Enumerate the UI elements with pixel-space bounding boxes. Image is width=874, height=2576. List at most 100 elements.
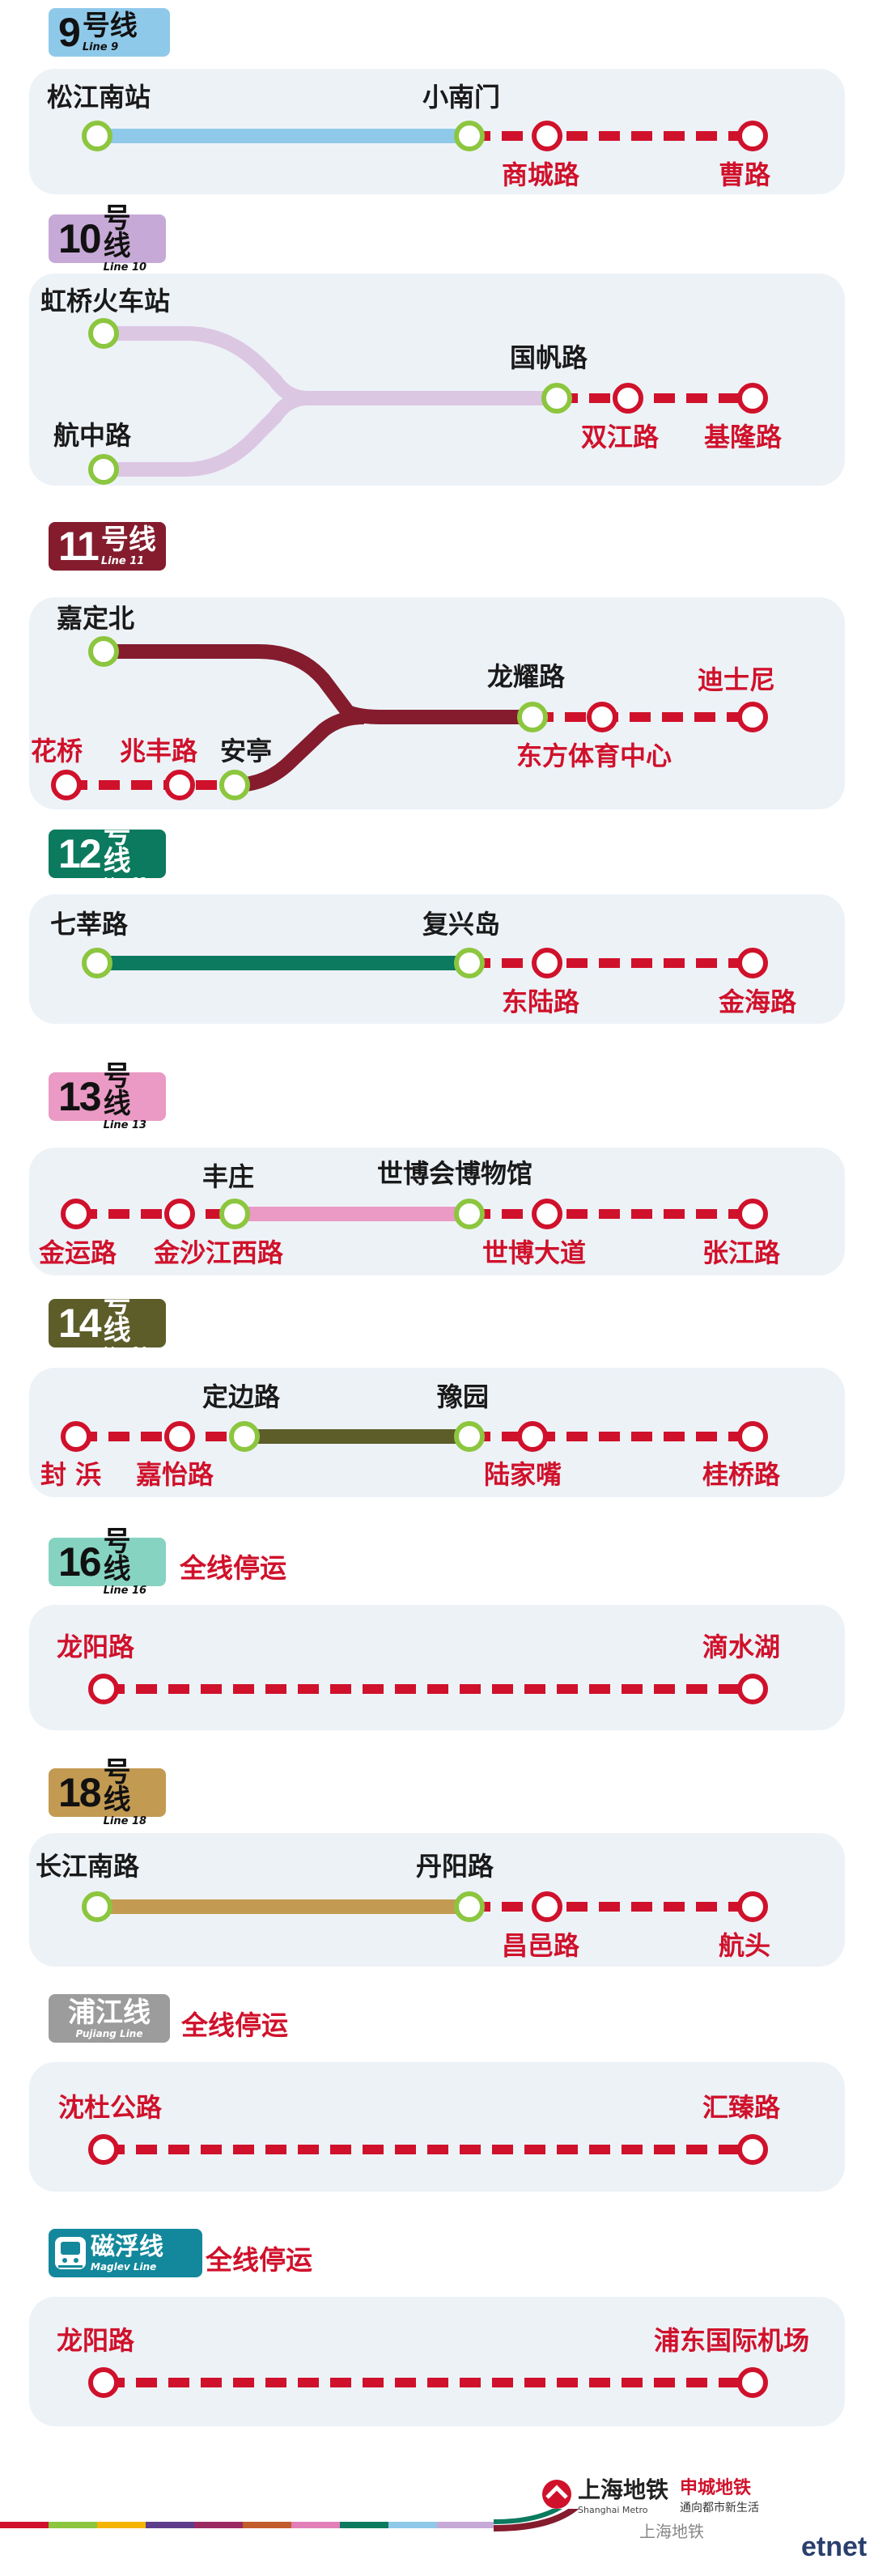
line14-number: 14 [58,1301,102,1346]
line11-hao: 号线 [100,524,156,556]
station-label: 桂桥路 [702,1459,781,1490]
line16-en: Line 16 [103,1585,147,1597]
station-marker-open [82,1891,112,1922]
station-label: 豫园 [437,1381,490,1412]
maglev-badge: 磁浮线 Maglev Line [49,2229,202,2277]
station-label: 东陆路 [502,987,580,1017]
line12-badge: 12 号线 Line 12 [49,820,166,888]
footer-stripe [0,2509,579,2531]
line9-en: Line 9 [82,41,119,53]
station-marker-closed [737,1421,768,1452]
station-marker-closed [587,702,617,732]
line10-en: Line 10 [103,261,147,274]
line18-badge: 18 号线 Line 18 [49,1759,166,1827]
pujiang-en: Pujiang Line [75,2027,143,2039]
station-label: 松江南站 [47,82,151,112]
line10-number: 10 [58,216,102,261]
station-label: 长江南路 [36,1851,140,1882]
line12-number: 12 [58,831,102,876]
station-marker-closed [532,948,562,978]
station-marker-closed [61,1421,91,1452]
station-label: 基隆路 [704,422,783,452]
line11-en: Line 11 [100,555,145,567]
line10-hao: 号线 [103,202,131,262]
station-marker-open [454,1199,485,1229]
line10-map [88,318,768,485]
station-label: 兆丰路 [120,736,198,766]
line13-badge: 13 号线 Line 13 [49,1063,166,1131]
station-marker-open [454,1421,485,1452]
line13-map [61,1199,768,1229]
station-marker-closed [61,1199,91,1229]
station-label: 七莘路 [50,909,129,940]
station-label: 陆家嘴 [484,1459,562,1490]
line9-badge: 9 号线 Line 9 [49,8,170,57]
station-label: 安亭 [220,736,273,766]
line16-map [88,1674,768,1704]
station-marker-open [517,702,548,732]
station-marker-open [229,1421,260,1452]
line10-panel [29,274,845,486]
line16-status: 全线停运 [180,1552,286,1584]
station-marker-open [454,121,485,151]
line13-en: Line 13 [103,1119,147,1131]
station-marker-closed [737,948,768,978]
maglev-panel [29,2297,845,2426]
station-label: 小南门 [422,82,501,112]
station-label: 世博会博物馆 [377,1158,533,1189]
maglev-status: 全线停运 [206,2244,312,2276]
station-marker-closed [51,770,82,800]
line11-panel [29,597,845,809]
station-marker-open [541,383,572,414]
station-marker-closed [532,1199,562,1229]
station-marker-closed [613,383,643,414]
maglev-name: 磁浮线 [91,2232,163,2261]
line11-map [51,636,768,800]
station-marker-open [88,636,119,667]
station-marker-open [88,454,119,485]
station-label: 金沙江西路 [154,1237,284,1268]
train-icon [55,2237,86,2269]
line9-number: 9 [58,10,81,55]
station-label: 曹路 [719,159,771,190]
station-label: 龙阳路 [57,2325,135,2356]
station-marker-open [219,1199,250,1229]
footer-partner-sub: 通向都市新生活 [680,2501,760,2514]
station-marker-open [219,770,250,800]
station-marker-closed [164,1199,195,1229]
pujiang-map [88,2134,768,2165]
station-marker-closed [737,1199,768,1229]
station-marker-closed [88,2367,119,2398]
line11-badge: 11 号线 Line 11 [49,522,166,571]
line13-number: 13 [58,1074,102,1119]
line12-hao: 号线 [103,817,131,877]
station-marker-closed [517,1421,548,1452]
station-label: 丹阳路 [416,1851,494,1882]
station-label: 定边路 [202,1381,281,1412]
station-label: 世博大道 [482,1237,587,1268]
maglev-en: Maglev Line [91,2260,157,2273]
station-label: 汇臻路 [702,2092,781,2123]
line12-map [82,948,768,978]
station-marker-closed [737,2134,768,2165]
station-label: 航头 [719,1930,771,1961]
station-marker-closed [737,121,768,151]
station-marker-open [82,948,112,978]
station-marker-closed [737,383,768,414]
line16-hao: 号线 [103,1526,131,1585]
station-label: 金运路 [39,1237,117,1268]
line9-hao: 号线 [82,10,138,42]
metro-logo-icon [542,2479,571,2509]
station-marker-closed [737,2367,768,2398]
station-label: 迪士尼 [698,664,776,695]
line16-number: 16 [58,1539,102,1585]
station-label: 封 浜 [40,1459,102,1490]
station-marker-closed [532,121,562,151]
line16-panel [29,1605,845,1730]
station-label: 金海路 [719,987,797,1017]
station-label: 商城路 [502,159,580,190]
line14-badge: 14 号线 Line 14 [49,1289,166,1357]
pujiang-panel [29,2062,845,2192]
maglev-map [88,2367,768,2398]
station-label: 龙阳路 [57,1632,135,1662]
